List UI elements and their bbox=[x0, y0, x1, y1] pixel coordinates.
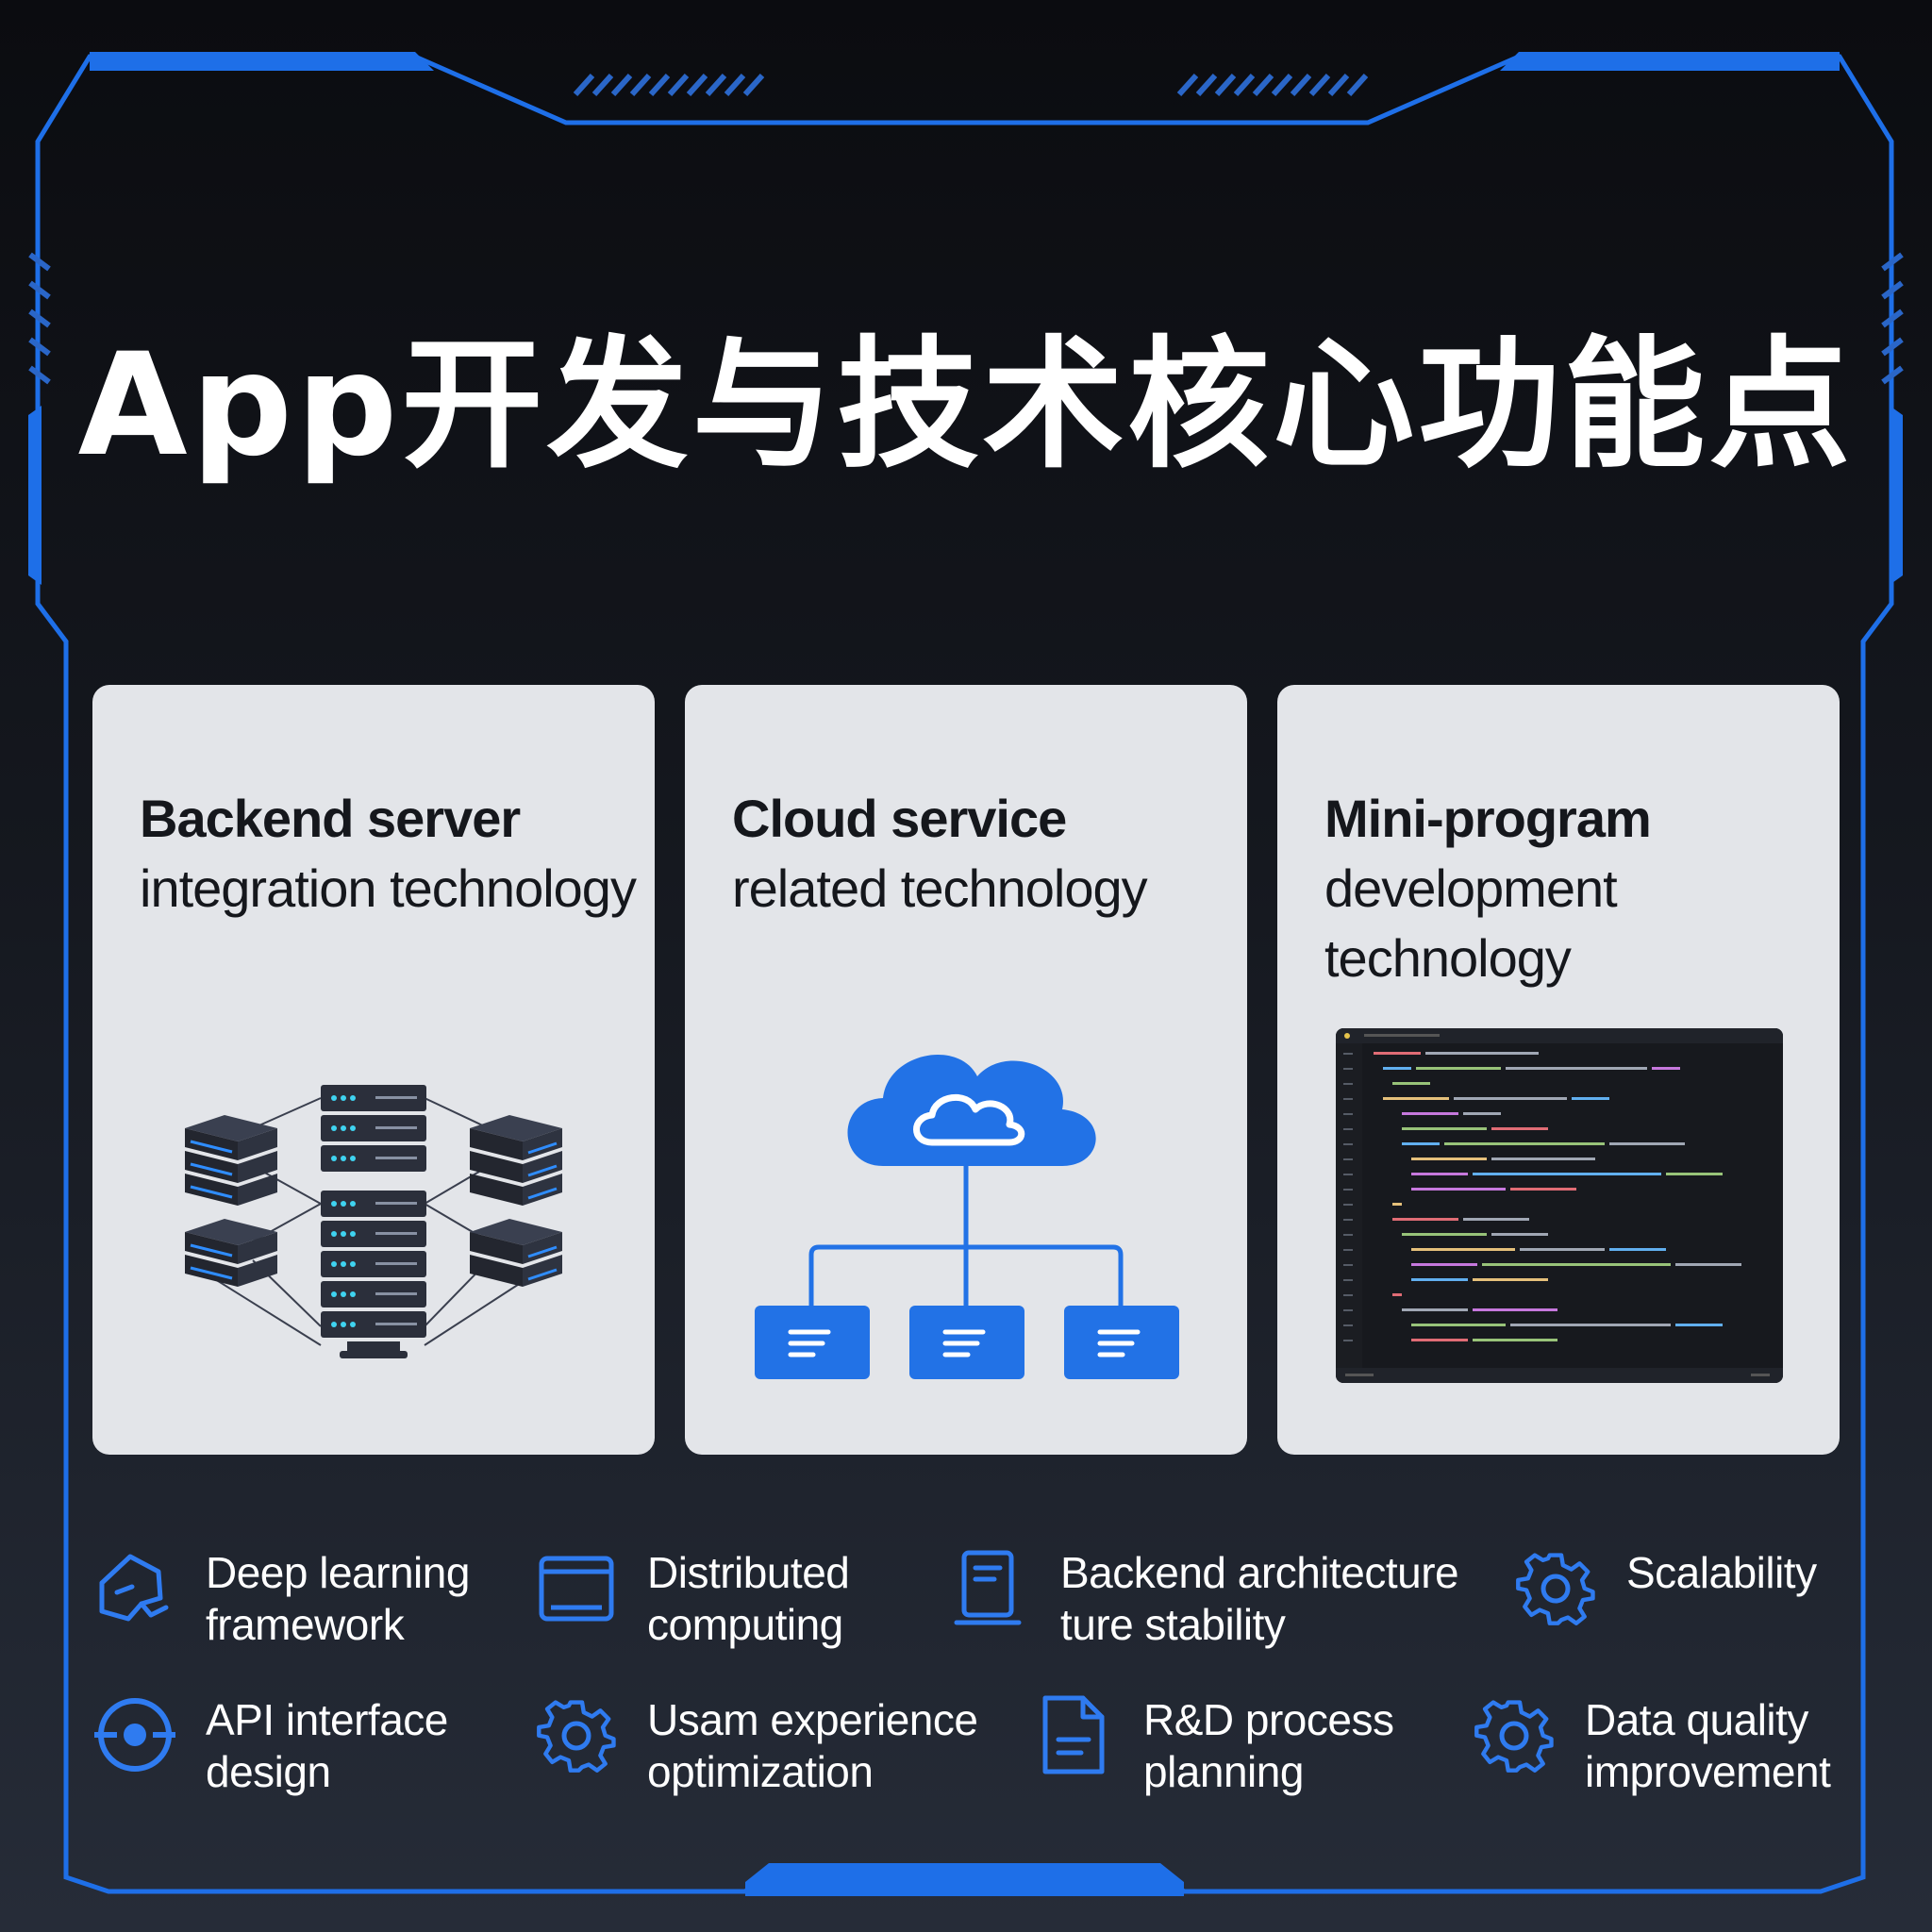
card-heading-bold: Cloud service bbox=[732, 789, 1067, 848]
page-title: App开发与技术核心功能点 bbox=[77, 324, 1855, 488]
feature-label: Deep learning framework bbox=[206, 1547, 602, 1651]
card-heading: Cloud service related technology bbox=[732, 784, 1232, 924]
feature-label-line1: Scalability bbox=[1626, 1548, 1817, 1597]
feature-rd-process: R&D process planning bbox=[1030, 1694, 1455, 1798]
feature-user-experience: Usam experience optimization bbox=[534, 1694, 1043, 1798]
server-cluster-icon bbox=[185, 1085, 562, 1358]
cloud-network-icon bbox=[755, 1054, 1179, 1379]
feature-api-interface: API interface design bbox=[92, 1694, 602, 1798]
feature-label-line2: improvement bbox=[1585, 1747, 1831, 1796]
feature-data-quality: Data quality improvement bbox=[1472, 1694, 1868, 1798]
card-heading-bold: Mini-program bbox=[1324, 789, 1652, 848]
feature-label-line2: framework bbox=[206, 1600, 405, 1649]
feature-label: R&D process planning bbox=[1143, 1694, 1455, 1798]
feature-distributed-computing: Distributed computing bbox=[534, 1547, 1043, 1651]
card-backend-server: Backend server integration technology bbox=[92, 685, 655, 1455]
gear-icon bbox=[1474, 1700, 1554, 1773]
code-editor-screenshot bbox=[1336, 1028, 1783, 1383]
feature-label-line1: Deep learning bbox=[206, 1548, 470, 1597]
brain-icon bbox=[99, 1554, 169, 1622]
card-heading: Mini-program development technology bbox=[1324, 784, 1824, 993]
feature-label: Backend architecture ture stability bbox=[1060, 1547, 1485, 1651]
feature-label-line1: Backend architecture bbox=[1060, 1548, 1459, 1597]
feature-label-line1: Distributed bbox=[647, 1548, 850, 1597]
feature-label-line2: optimization bbox=[647, 1747, 874, 1796]
card-heading-rest2: technology bbox=[1324, 928, 1572, 988]
feature-backend-architecture: Backend architecture ture stability bbox=[947, 1547, 1485, 1651]
feature-label: Data quality improvement bbox=[1585, 1694, 1868, 1798]
feature-label-line1: API interface bbox=[206, 1695, 448, 1744]
feature-label-line1: Usam experience bbox=[647, 1695, 978, 1744]
feature-label: Scalability bbox=[1626, 1547, 1843, 1599]
feature-deep-learning: Deep learning framework bbox=[92, 1547, 602, 1651]
card-mini-program: Mini-program development technology bbox=[1277, 685, 1840, 1455]
feature-label: Distributed computing bbox=[647, 1547, 1043, 1651]
feature-scalability: Scalability bbox=[1513, 1547, 1843, 1630]
card-cloud-service: Cloud service related technology bbox=[685, 685, 1247, 1455]
target-icon bbox=[94, 1698, 175, 1772]
feature-label-line2: planning bbox=[1143, 1747, 1304, 1796]
feature-label: Usam experience optimization bbox=[647, 1694, 1043, 1798]
feature-label-line1: Data quality bbox=[1585, 1695, 1808, 1744]
gear-icon bbox=[1516, 1553, 1595, 1625]
gear-icon bbox=[537, 1700, 616, 1773]
document-icon bbox=[1042, 1695, 1105, 1774]
feature-label-line2: ture stability bbox=[1060, 1600, 1286, 1649]
card-heading-bold: Backend server bbox=[140, 789, 521, 848]
feature-label-line1: R&D process bbox=[1143, 1695, 1394, 1744]
feature-label: API interface design bbox=[206, 1694, 602, 1798]
code-lines-graphic bbox=[1336, 1028, 1783, 1383]
card-heading: Backend server integration technology bbox=[140, 784, 640, 924]
device-icon bbox=[954, 1550, 1022, 1625]
feature-label-line2: design bbox=[206, 1747, 331, 1796]
card-heading-rest: development bbox=[1324, 858, 1618, 918]
monitor-icon bbox=[539, 1556, 614, 1622]
feature-label-line2: computing bbox=[647, 1600, 843, 1649]
card-heading-rest: related technology bbox=[732, 858, 1148, 918]
card-heading-rest: integration technology bbox=[140, 858, 637, 918]
